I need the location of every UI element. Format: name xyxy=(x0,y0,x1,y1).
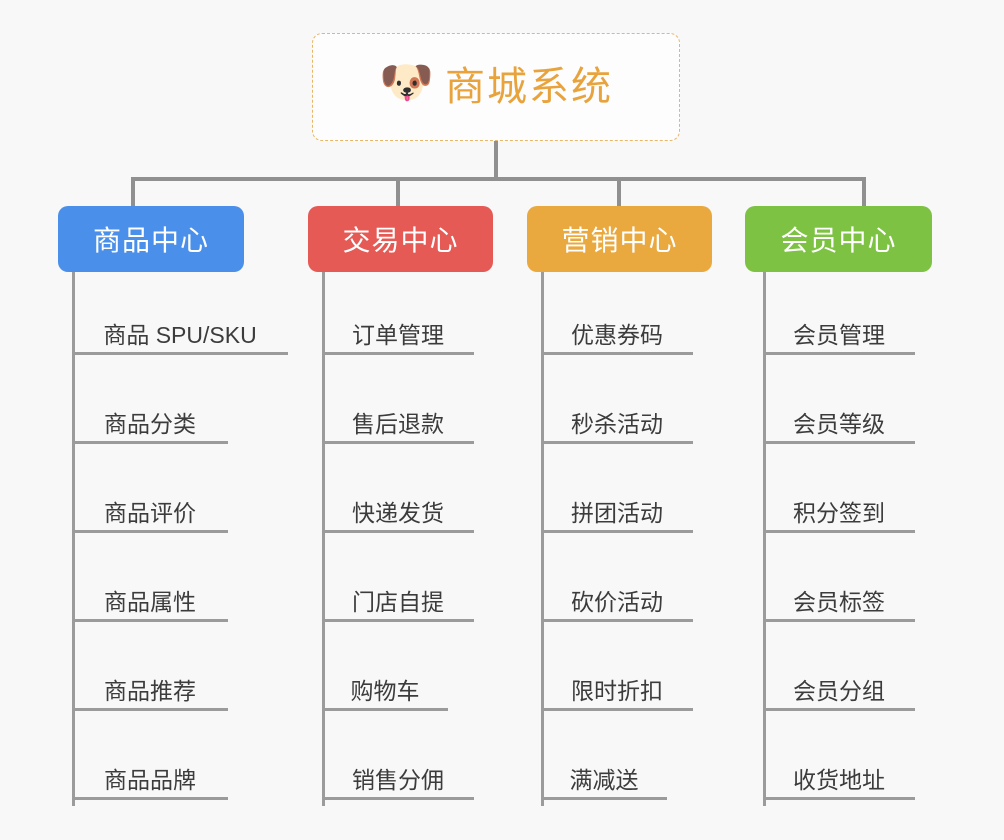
leaf-item[interactable]: 商品品牌 xyxy=(72,748,228,800)
leaf-item[interactable]: 商品 SPU/SKU xyxy=(72,303,288,355)
leaf-label: 积分签到 xyxy=(793,499,885,526)
category-header[interactable]: 营销中心 xyxy=(527,206,712,272)
leaf-item[interactable]: 销售分佣 xyxy=(322,748,474,800)
leaf-label: 会员等级 xyxy=(793,410,885,437)
leaf-item[interactable]: 收货地址 xyxy=(763,748,915,800)
category-header-label: 营销中心 xyxy=(561,225,678,256)
leaf-label: 会员标签 xyxy=(793,588,885,615)
leaf-item[interactable]: 商品属性 xyxy=(72,570,228,622)
leaf-label: 快递发货 xyxy=(352,499,444,526)
root-node[interactable]: 🐶 商城系统 xyxy=(312,33,680,141)
leaf-label: 砍价活动 xyxy=(571,588,663,615)
category-header-label: 会员中心 xyxy=(780,225,897,256)
leaf-item[interactable]: 商品评价 xyxy=(72,481,228,533)
leaf-label: 商品 SPU/SKU xyxy=(103,321,257,348)
leaf-label: 售后退款 xyxy=(352,410,444,437)
category-header[interactable]: 会员中心 xyxy=(745,206,932,272)
leaf-label: 会员管理 xyxy=(793,321,885,348)
leaf-label: 优惠券码 xyxy=(571,321,663,348)
connector-drop-2 xyxy=(396,177,400,208)
leaf-item[interactable]: 优惠券码 xyxy=(541,303,693,355)
leaf-label: 商品分类 xyxy=(104,410,196,437)
leaf-label: 商品推荐 xyxy=(104,677,196,704)
leaf-label: 商品属性 xyxy=(104,588,196,615)
leaf-item[interactable]: 会员管理 xyxy=(763,303,915,355)
leaf-item[interactable]: 购物车 xyxy=(322,659,448,711)
shiba-dog-face-icon: 🐶 xyxy=(379,58,434,107)
category-header-label: 交易中心 xyxy=(342,225,459,256)
connector-root-stub xyxy=(494,141,498,179)
category-spine xyxy=(541,272,544,806)
leaf-item[interactable]: 秒杀活动 xyxy=(541,392,693,444)
leaf-item[interactable]: 门店自提 xyxy=(322,570,474,622)
leaf-label: 商品评价 xyxy=(104,499,196,526)
leaf-item[interactable]: 满减送 xyxy=(541,748,667,800)
leaf-item[interactable]: 会员标签 xyxy=(763,570,915,622)
leaf-label: 收货地址 xyxy=(793,766,885,793)
category-header[interactable]: 交易中心 xyxy=(308,206,493,272)
leaf-label: 商品品牌 xyxy=(104,766,196,793)
leaf-item[interactable]: 售后退款 xyxy=(322,392,474,444)
leaf-label: 满减送 xyxy=(569,766,639,793)
leaf-label: 销售分佣 xyxy=(352,766,444,793)
leaf-item[interactable]: 砍价活动 xyxy=(541,570,693,622)
leaf-item[interactable]: 快递发货 xyxy=(322,481,474,533)
category-header-label: 商品中心 xyxy=(92,225,209,256)
category-header[interactable]: 商品中心 xyxy=(58,206,244,272)
leaf-item[interactable]: 会员分组 xyxy=(763,659,915,711)
leaf-item[interactable]: 限时折扣 xyxy=(541,659,693,711)
leaf-label: 秒杀活动 xyxy=(571,410,663,437)
leaf-label: 订单管理 xyxy=(352,321,444,348)
leaf-item[interactable]: 订单管理 xyxy=(322,303,474,355)
leaf-label: 限时折扣 xyxy=(571,677,663,704)
leaf-item[interactable]: 积分签到 xyxy=(763,481,915,533)
leaf-item[interactable]: 商品推荐 xyxy=(72,659,228,711)
category-spine xyxy=(322,272,325,806)
category-spine xyxy=(72,272,75,806)
category-spine xyxy=(763,272,766,806)
root-title: 商城系统 xyxy=(445,65,613,109)
leaf-item[interactable]: 拼团活动 xyxy=(541,481,693,533)
leaf-label: 购物车 xyxy=(350,677,420,704)
connector-drop-4 xyxy=(862,177,866,208)
leaf-item[interactable]: 商品分类 xyxy=(72,392,228,444)
connector-trunk-bar xyxy=(131,177,866,181)
leaf-label: 会员分组 xyxy=(793,677,885,704)
leaf-label: 拼团活动 xyxy=(571,499,663,526)
leaf-item[interactable]: 会员等级 xyxy=(763,392,915,444)
connector-drop-3 xyxy=(617,177,621,208)
connector-drop-1 xyxy=(131,177,135,208)
leaf-label: 门店自提 xyxy=(352,588,444,615)
